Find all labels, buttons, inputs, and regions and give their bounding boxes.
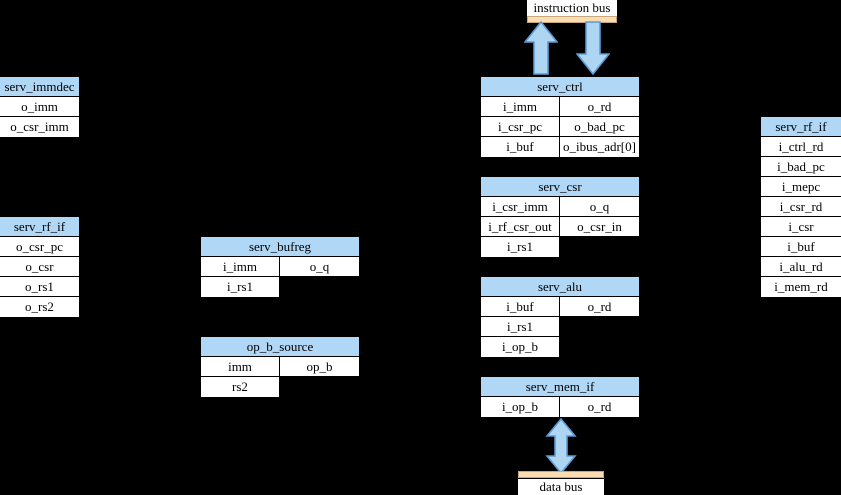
table-row: rs2 xyxy=(201,377,359,397)
table-row: i_rs1 xyxy=(481,237,639,257)
dbus-arrow xyxy=(544,418,578,474)
instruction-bus-bar xyxy=(527,16,617,23)
module-serv_mem_if[interactable]: serv_mem_if i_op_b o_rd xyxy=(480,376,640,418)
table-row: i_buf o_rd xyxy=(481,297,639,317)
table-row: i_csr_imm o_q xyxy=(481,197,639,217)
port-cell: imm xyxy=(201,357,280,376)
module-title: serv_ctrl xyxy=(481,77,639,97)
module-title: serv_mem_if xyxy=(481,377,639,397)
table-row: o_imm xyxy=(0,97,79,117)
table-row: o_csr_imm xyxy=(0,117,79,137)
empty-cell xyxy=(560,337,639,357)
table-row: i_buf xyxy=(761,237,841,257)
table-row: i_mem_rd xyxy=(761,277,841,297)
module-title: serv_rf_if xyxy=(761,117,841,137)
module-title: serv_rf_if xyxy=(0,217,79,237)
port-cell: i_op_b xyxy=(481,337,560,357)
port-cell: o_bad_pc xyxy=(560,117,639,136)
port-cell: o_csr xyxy=(0,257,79,276)
module-serv_ctrl[interactable]: serv_ctrl i_imm o_rd i_csr_pc o_bad_pc i… xyxy=(480,76,640,158)
table-row: i_mepc xyxy=(761,177,841,197)
table-row: i_bad_pc xyxy=(761,157,841,177)
table-row: i_ctrl_rd xyxy=(761,137,841,157)
instruction-bus-label: instruction bus xyxy=(527,0,617,16)
port-cell: i_csr xyxy=(761,217,841,236)
module-serv_alu[interactable]: serv_alu i_buf o_rd i_rs1 i_op_b xyxy=(480,276,640,358)
data-bus-label: data bus xyxy=(518,479,604,495)
port-cell: i_buf xyxy=(481,297,560,316)
port-cell: i_alu_rd xyxy=(761,257,841,276)
port-cell: i_op_b xyxy=(481,397,560,417)
table-row: i_imm o_q xyxy=(201,257,359,277)
module-serv_rf_if-left[interactable]: serv_rf_if o_csr_pc o_csr o_rs1 o_rs2 xyxy=(0,216,80,318)
port-cell: i_rf_csr_out xyxy=(481,217,560,236)
table-row: i_rf_csr_out o_csr_in xyxy=(481,217,639,237)
table-row: i_rs1 xyxy=(481,317,639,337)
empty-cell xyxy=(280,277,359,297)
module-serv_rf_if-right[interactable]: serv_rf_if i_ctrl_rd i_bad_pc i_mepc i_c… xyxy=(760,116,841,298)
port-cell: i_buf xyxy=(481,137,560,157)
ibus-write-arrow xyxy=(576,21,610,75)
empty-cell xyxy=(280,377,359,397)
module-serv_bufreg[interactable]: serv_bufreg i_imm o_q i_rs1 xyxy=(200,236,360,298)
port-cell: i_rs1 xyxy=(481,237,560,257)
data-bus-bar xyxy=(518,471,604,478)
port-cell: o_q xyxy=(560,197,639,216)
port-cell: i_buf xyxy=(761,237,841,256)
empty-cell xyxy=(560,317,639,336)
port-cell: o_q xyxy=(280,257,359,276)
port-cell: rs2 xyxy=(201,377,280,397)
port-cell: i_rs1 xyxy=(481,317,560,336)
module-op_b_source[interactable]: op_b_source imm op_b rs2 xyxy=(200,336,360,398)
table-row: o_rs1 xyxy=(0,277,79,297)
table-row: o_rs2 xyxy=(0,297,79,317)
port-cell: o_rd xyxy=(560,97,639,116)
module-serv_immdec[interactable]: serv_immdec o_imm o_csr_imm xyxy=(0,76,80,138)
table-row: i_rs1 xyxy=(201,277,359,297)
table-row: imm op_b xyxy=(201,357,359,377)
port-cell: o_csr_in xyxy=(560,217,639,236)
table-row: i_csr xyxy=(761,217,841,237)
port-cell: o_rd xyxy=(560,297,639,316)
empty-cell xyxy=(560,237,639,257)
port-cell: o_csr_imm xyxy=(0,117,79,137)
port-cell: i_mem_rd xyxy=(761,277,841,297)
port-cell: i_csr_imm xyxy=(481,197,560,216)
table-row: i_buf o_ibus_adr[0] xyxy=(481,137,639,157)
port-cell: i_imm xyxy=(481,97,560,116)
table-row: i_alu_rd xyxy=(761,257,841,277)
module-title: serv_alu xyxy=(481,277,639,297)
table-row: i_op_b xyxy=(481,337,639,357)
port-cell: i_rs1 xyxy=(201,277,280,297)
port-cell: op_b xyxy=(280,357,359,376)
port-cell: i_bad_pc xyxy=(761,157,841,176)
table-row: i_csr_rd xyxy=(761,197,841,217)
ibus-read-arrow xyxy=(524,21,558,75)
port-cell: o_ibus_adr[0] xyxy=(560,137,639,157)
port-cell: i_csr_rd xyxy=(761,197,841,216)
port-cell: o_csr_pc xyxy=(0,237,79,256)
table-row: o_csr xyxy=(0,257,79,277)
port-cell: o_imm xyxy=(0,97,79,116)
module-serv_csr[interactable]: serv_csr i_csr_imm o_q i_rf_csr_out o_cs… xyxy=(480,176,640,258)
port-cell: o_rd xyxy=(560,397,639,417)
module-title: serv_immdec xyxy=(0,77,79,97)
port-cell: i_mepc xyxy=(761,177,841,196)
table-row: i_op_b o_rd xyxy=(481,397,639,417)
table-row: i_imm o_rd xyxy=(481,97,639,117)
table-row: i_csr_pc o_bad_pc xyxy=(481,117,639,137)
port-cell: o_rs1 xyxy=(0,277,79,296)
table-row: o_csr_pc xyxy=(0,237,79,257)
module-title: op_b_source xyxy=(201,337,359,357)
module-title: serv_csr xyxy=(481,177,639,197)
port-cell: o_rs2 xyxy=(0,297,79,317)
module-title: serv_bufreg xyxy=(201,237,359,257)
port-cell: i_imm xyxy=(201,257,280,276)
port-cell: i_ctrl_rd xyxy=(761,137,841,156)
port-cell: i_csr_pc xyxy=(481,117,560,136)
